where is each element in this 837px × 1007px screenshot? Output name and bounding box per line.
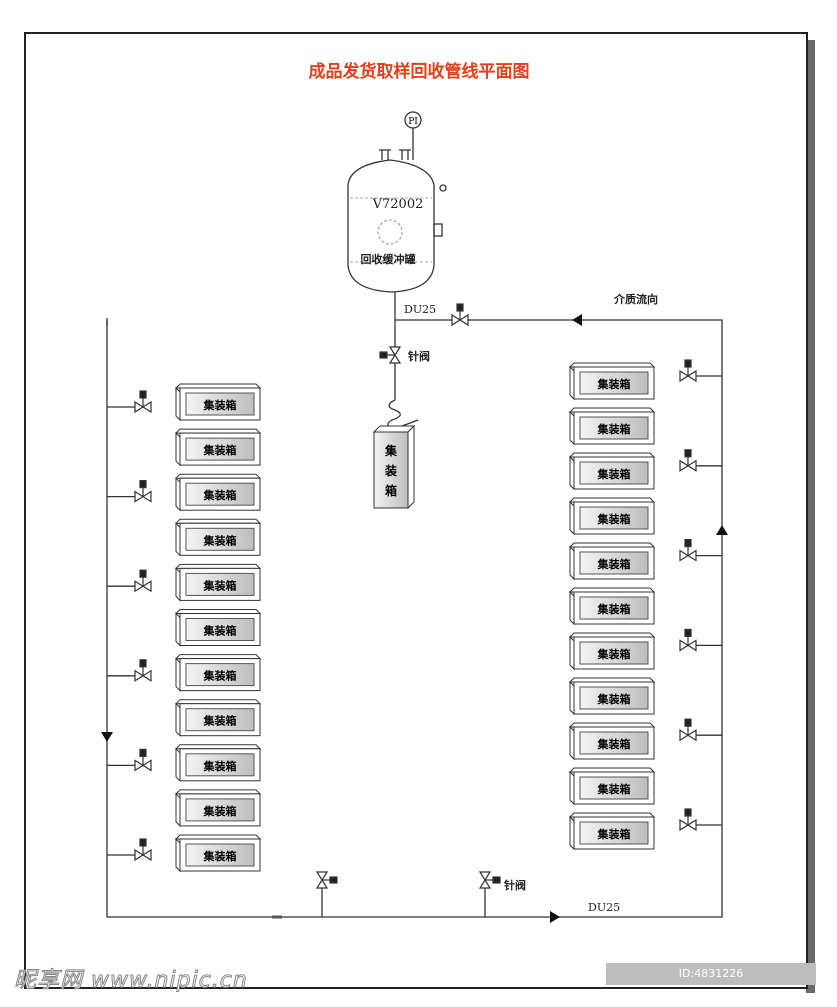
valve-icon[interactable] — [134, 390, 152, 414]
container-box: 集装箱 — [174, 834, 262, 873]
diagram-title: 成品发货取样回收管线平面图 — [309, 61, 530, 82]
container-label: 集装箱 — [203, 714, 237, 728]
container-label: 集装箱 — [203, 849, 237, 863]
container-label: 集装箱 — [597, 692, 631, 706]
pressure-gauge-icon — [404, 111, 422, 129]
container-box: 集装箱 — [174, 789, 262, 828]
vessel-name: 回收缓冲罐 — [361, 252, 416, 266]
sample-container-label: 集 — [384, 443, 398, 458]
container-box: 集装箱 — [174, 473, 262, 512]
valve-icon[interactable] — [134, 480, 152, 503]
sample-container-box: 集装箱 — [372, 424, 416, 510]
flow-arrow-down — [101, 732, 113, 742]
valve-icon[interactable] — [134, 569, 152, 593]
container-box: 集装箱 — [568, 722, 656, 761]
container-label: 集装箱 — [203, 398, 237, 412]
flow-arrow-up — [716, 525, 728, 535]
valve-icon[interactable] — [134, 838, 152, 862]
valve-icon[interactable] — [679, 359, 697, 383]
pipe-size-top: DU25 — [404, 303, 436, 316]
container-box: 集装箱 — [568, 362, 656, 401]
valve-icon[interactable] — [679, 808, 697, 832]
valve-icon[interactable] — [679, 628, 697, 652]
container-box: 集装箱 — [568, 452, 656, 491]
container-box: 集装箱 — [568, 632, 656, 671]
needle-valve-label-bottom: 针阀 — [504, 878, 526, 892]
flow-direction-label: 介质流向 — [613, 292, 658, 306]
container-box: 集装箱 — [174, 563, 262, 602]
container-label: 集装箱 — [597, 827, 631, 841]
flow-arrow-left — [572, 314, 582, 326]
pressure-gauge-label: PI — [408, 117, 418, 127]
buffer-tank — [347, 128, 447, 293]
container-box: 集装箱 — [568, 407, 656, 446]
container-box: 集装箱 — [174, 699, 262, 737]
sample-container-label: 装 — [384, 463, 397, 478]
container-box: 集装箱 — [568, 767, 656, 806]
container-box: 集装箱 — [174, 654, 262, 692]
vessel-tag: V72002 — [372, 197, 424, 212]
valve-icon[interactable] — [134, 659, 152, 682]
container-label: 集装箱 — [597, 467, 631, 481]
container-label: 集装箱 — [203, 759, 237, 773]
valve-icon[interactable] — [679, 538, 697, 562]
container-label: 集装箱 — [597, 422, 631, 436]
container-box: 集装箱 — [568, 542, 656, 581]
needle-valve-label-top: 针阀 — [408, 349, 430, 363]
container-label: 集装箱 — [597, 782, 631, 796]
needle-valve-icon[interactable] — [315, 871, 338, 889]
container-box: 集装箱 — [174, 428, 262, 467]
container-box: 集装箱 — [174, 609, 262, 647]
container-box: 集装箱 — [174, 383, 262, 422]
container-label: 集装箱 — [597, 377, 631, 391]
valve-icon[interactable] — [679, 449, 697, 472]
container-label: 集装箱 — [203, 488, 237, 502]
container-box: 集装箱 — [568, 497, 656, 536]
container-label: 集装箱 — [597, 647, 631, 661]
needle-valve-icon[interactable] — [478, 871, 501, 889]
container-label: 集装箱 — [203, 533, 237, 547]
container-label: 集装箱 — [203, 669, 237, 683]
container-box: 集装箱 — [174, 744, 262, 783]
valve-icon[interactable] — [451, 303, 469, 327]
container-box: 集装箱 — [174, 518, 262, 557]
container-label: 集装箱 — [597, 557, 631, 571]
frame-shadow — [806, 40, 815, 993]
watermark-site: 昵享网 www.nipic.cn — [14, 968, 248, 994]
container-label: 集装箱 — [597, 737, 631, 751]
container-label: 集装箱 — [597, 512, 631, 526]
container-label: 集装箱 — [203, 804, 237, 818]
container-label: 集装箱 — [203, 578, 237, 592]
container-label: 集装箱 — [203, 443, 237, 457]
sample-container-label: 箱 — [385, 483, 397, 498]
container-box: 集装箱 — [568, 812, 656, 851]
container-box: 集装箱 — [568, 677, 656, 716]
watermark-id: ID:4831226 NO:20190424084606169000 — [606, 963, 816, 1002]
valve-icon[interactable] — [679, 718, 697, 742]
container-label: 集装箱 — [203, 624, 237, 638]
container-box: 集装箱 — [568, 587, 656, 626]
container-label: 集装箱 — [597, 602, 631, 616]
valve-icon[interactable] — [134, 748, 152, 772]
flow-arrow-right — [550, 911, 560, 923]
pipe-size-bottom: DU25 — [588, 901, 620, 914]
needle-valve-icon[interactable] — [379, 346, 402, 364]
